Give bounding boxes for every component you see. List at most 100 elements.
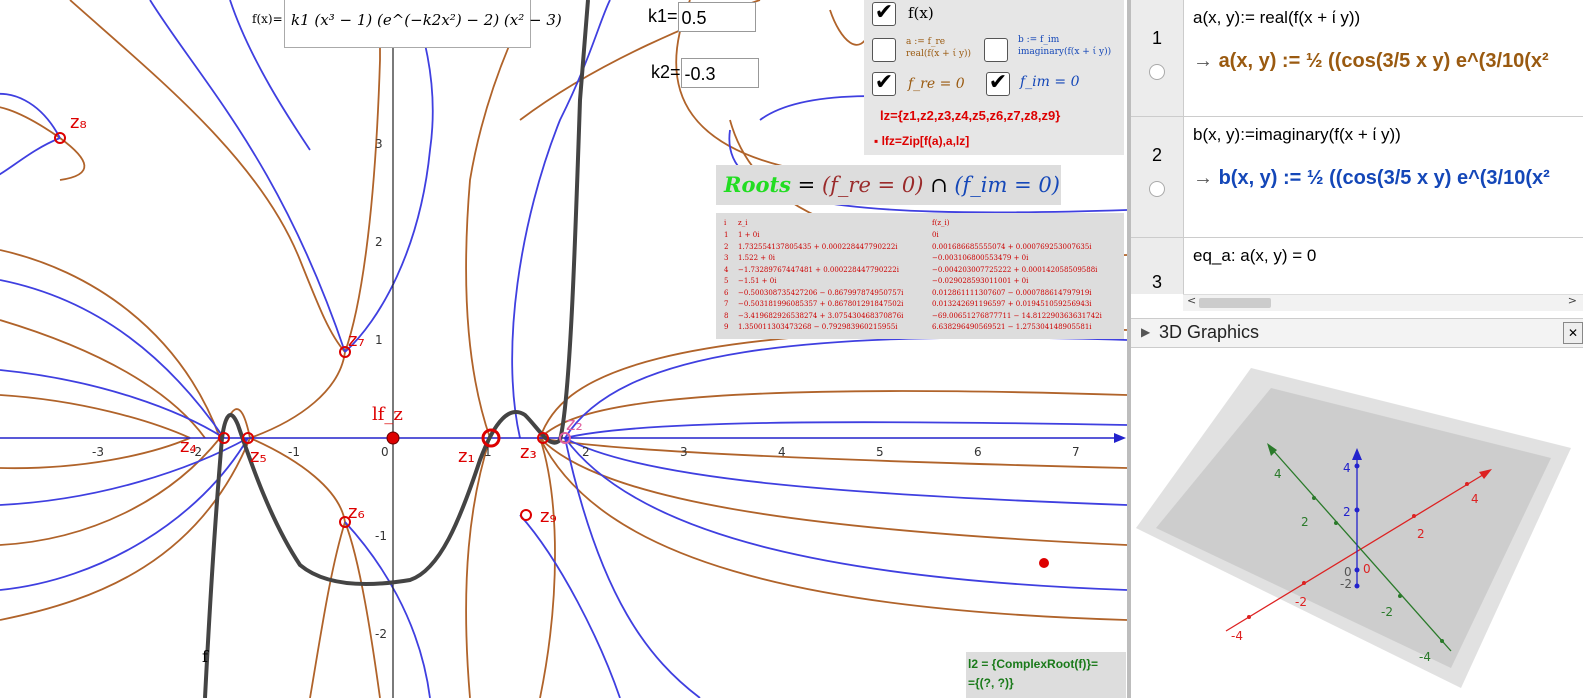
- point-z2[interactable]: [559, 432, 571, 444]
- table-row-index: 5: [724, 277, 729, 285]
- table-row-index: 6: [724, 288, 729, 297]
- scroll-left-arrow[interactable]: <: [1187, 294, 1197, 307]
- algebra-row-2-definition[interactable]: b(x, y):=imaginary(f(x + ί y)): [1193, 125, 1401, 144]
- label-z4: z₄: [180, 436, 197, 457]
- x-tick-label: 4: [778, 445, 786, 459]
- scroll-thumb[interactable]: [1199, 298, 1271, 308]
- l2-box: l2 = {ComplexRoot(f)}= ={(?, ?)}: [966, 652, 1126, 698]
- x3d-tick-2: 2: [1417, 527, 1425, 541]
- right-pane: 1 a(x, y):= real(f(x + ί y)) → a(x, y) :…: [1127, 0, 1583, 698]
- fx-label: f(x)=: [252, 12, 283, 26]
- x-tick-label: -1: [288, 445, 300, 459]
- x-tick-label: 5: [876, 445, 884, 459]
- point-z4[interactable]: [218, 432, 230, 444]
- point-z1[interactable]: [481, 428, 501, 448]
- x-tick-label: 0: [381, 445, 389, 459]
- z3d-tick-2: 2: [1343, 505, 1351, 519]
- x-tick-label: 2: [582, 445, 590, 459]
- k1-label: k1=: [648, 5, 678, 26]
- point-z7[interactable]: [339, 346, 351, 358]
- algebra-row-2-gutter: 2: [1131, 117, 1184, 237]
- root-points[interactable]: [54, 132, 1049, 568]
- z3d-tick-0: 0: [1344, 565, 1352, 579]
- label-z1: z₁: [458, 446, 475, 467]
- x3d-tick-neg2: -2: [1295, 595, 1307, 609]
- y-tick-labels: 321-1-2: [375, 137, 387, 641]
- z3d-tick-4: 4: [1343, 461, 1351, 475]
- xy-plane: [1136, 368, 1571, 688]
- checkbox-b[interactable]: [984, 38, 1008, 62]
- checkbox-panel: ✔ f(x) a := f_re real(f(x + ί y)) b := f…: [864, 0, 1124, 155]
- 3d-graphics-title: 3D Graphics: [1159, 322, 1260, 342]
- point-z3[interactable]: [537, 432, 549, 444]
- algebra-row-2-output: → b(x, y) := ½ ((cos(3/5 x y) e^(3/10(x²: [1193, 167, 1550, 190]
- point-lfz[interactable]: [386, 431, 400, 445]
- label-z7: z₇: [348, 330, 365, 351]
- table-row-z: −0.503181996085357 + 0.867801291847502i: [738, 300, 904, 308]
- k2-input[interactable]: -0.3: [680, 58, 759, 88]
- checkbox-fre[interactable]: ✔: [872, 72, 896, 96]
- table-row-f: −0.029028593011001 + 0i: [932, 277, 1029, 285]
- lz-label: lz={z1,z2,z3,z4,z5,z6,z7,z8,z9}: [880, 108, 1061, 123]
- roots-word: Roots: [724, 172, 791, 197]
- y3d-tick-neg4: -4: [1419, 650, 1431, 664]
- x-axis-3d: [1225, 472, 1487, 632]
- label-z3: z₃: [520, 442, 537, 463]
- x-tick-label: 3: [680, 445, 688, 459]
- z-axis-arrow-icon: [1352, 448, 1362, 460]
- x3d-tick-neg4: -4: [1231, 629, 1243, 643]
- algebra-row-1-arrow: →: [1193, 50, 1213, 72]
- algebra-row-1[interactable]: 1 a(x, y):= real(f(x + ί y)) → a(x, y) :…: [1131, 0, 1583, 117]
- algebra-row-1-definition[interactable]: a(x, y):= real(f(x + ί y)): [1193, 8, 1361, 27]
- algebra-row-3[interactable]: 3 eq_a: a(x, y) = 0: [1131, 238, 1583, 294]
- lfz-text: lfz=Zip[f(a),a,lz]: [881, 134, 970, 148]
- y-axis-arrow-icon: [1267, 443, 1277, 456]
- point-z6[interactable]: [339, 516, 351, 528]
- roots-equation: Roots = (f_re = 0) ∩ (f_im = 0): [716, 165, 1061, 205]
- algebra-row-1-visibility-toggle[interactable]: [1149, 64, 1165, 80]
- table-row-z: −0.500308735427206 − 0.867997874950757i: [738, 288, 904, 297]
- algebra-row-2-visibility-toggle[interactable]: [1149, 181, 1165, 197]
- k1-input[interactable]: 0.5: [677, 2, 756, 32]
- table-row-z: −1.51 + 0i: [738, 277, 777, 285]
- curve-f[interactable]: [203, 0, 590, 698]
- algebra-row-1-output-text: a(x, y) := ½ ((cos(3/5 x y) e^(3/10(x²: [1218, 50, 1549, 72]
- z-axis-ticks-3d: [1354, 463, 1360, 589]
- curve-f-label: f: [202, 647, 209, 666]
- y-axis-ticks-3d: [1312, 496, 1444, 643]
- x3d-tick-4: 4: [1471, 492, 1479, 506]
- algebra-row-2-output-text: b(x, y) := ½ ((cos(3/5 x y) e^(3/10(x²: [1218, 167, 1550, 189]
- table-row-f: −0.003106800553479 + 0i: [932, 254, 1029, 262]
- expand-triangle-icon[interactable]: ▶: [1141, 325, 1151, 339]
- free-point[interactable]: [1039, 558, 1049, 568]
- label-z9: z₉: [540, 506, 557, 527]
- algebra-row-2[interactable]: 2 b(x, y):=imaginary(f(x + ί y)) → b(x, …: [1131, 117, 1583, 238]
- scroll-right-arrow[interactable]: >: [1567, 294, 1577, 307]
- label-z6: z₆: [348, 502, 365, 523]
- x-axis-arrow-icon: [1479, 469, 1492, 479]
- close-icon[interactable]: ✕: [1563, 322, 1583, 344]
- checkbox-a-label: a := f_re real(f(x + ί y)): [906, 37, 972, 59]
- checkbox-fx[interactable]: ✔: [872, 2, 896, 26]
- roots-cap: ∩: [923, 173, 955, 197]
- point-z8[interactable]: [54, 132, 66, 144]
- table-row-z: 1.732554137805435 + 0.000228447790222i: [738, 242, 898, 251]
- point-z9[interactable]: [520, 509, 532, 521]
- checkbox-a[interactable]: [872, 38, 896, 62]
- 3d-graphics-header[interactable]: ▶ 3D Graphics ✕: [1131, 318, 1583, 348]
- checkbox-fim[interactable]: ✔: [986, 72, 1010, 96]
- algebra-horizontal-scrollbar[interactable]: < >: [1183, 294, 1583, 311]
- k2-field[interactable]: k2=-0.3: [651, 58, 759, 88]
- point-z5[interactable]: [242, 432, 254, 444]
- fx-formula[interactable]: k1 (x³ − 1) (e^(−k2x²) − 2) (x² − 3): [284, 0, 562, 48]
- table-row-index: 2: [724, 242, 729, 251]
- x-tick-label: -3: [92, 445, 104, 459]
- 3d-graphics-canvas[interactable]: -4 -2 2 4 -4 -2 2 4 -2 0 2 4 0: [1131, 348, 1583, 698]
- algebra-row-1-output: → a(x, y) := ½ ((cos(3/5 x y) e^(3/10(x²: [1193, 50, 1549, 73]
- checkbox-b-label: b := f_im imaginary(f(x + ί y)): [1018, 35, 1112, 57]
- algebra-row-3-definition[interactable]: eq_a: a(x, y) = 0: [1193, 246, 1317, 265]
- label-z8: z₈: [70, 112, 87, 133]
- k1-field[interactable]: k1=0.5: [648, 2, 756, 32]
